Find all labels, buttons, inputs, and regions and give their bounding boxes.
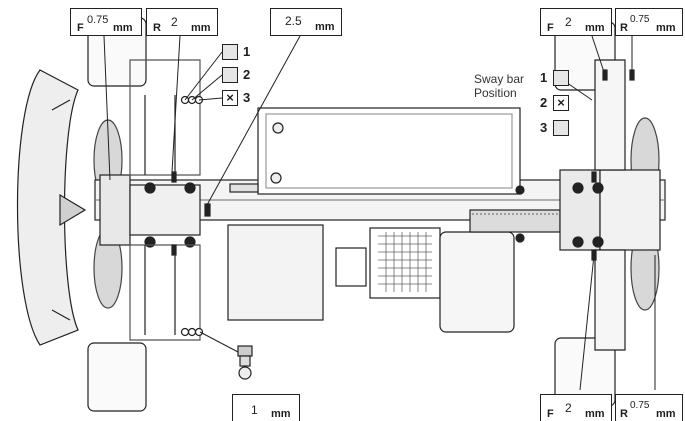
rear-bottom-f-box: F 2 mm bbox=[540, 394, 612, 421]
sway-bar-line1: Sway bar bbox=[474, 72, 525, 86]
left-option-1-checkbox[interactable] bbox=[222, 44, 238, 60]
battery-plate bbox=[257, 107, 521, 195]
r-value: 2 bbox=[171, 15, 178, 29]
front-bumper bbox=[16, 69, 79, 346]
rear-top-r-box: R 0.75 mm bbox=[615, 8, 683, 36]
left-option-3-number: 3 bbox=[243, 90, 251, 105]
front-bulkhead bbox=[99, 174, 131, 246]
f-value: 2 bbox=[565, 401, 572, 415]
sway-option-3-number: 3 bbox=[540, 120, 548, 135]
f-unit: mm bbox=[585, 22, 605, 34]
left-option-1-number: 1 bbox=[243, 44, 251, 59]
f-prefix: F bbox=[547, 408, 554, 420]
r-value: 0.75 bbox=[630, 400, 650, 411]
r-unit: mm bbox=[656, 408, 676, 420]
sway-option-2-checkbox[interactable]: × bbox=[553, 95, 569, 111]
ballstud-value: 1 bbox=[251, 403, 258, 417]
r-unit: mm bbox=[656, 22, 676, 34]
front-left-r-box: R 2 mm bbox=[146, 8, 218, 36]
sway-option-1-checkbox[interactable] bbox=[553, 70, 569, 86]
camber-unit: mm bbox=[315, 21, 335, 33]
camber-value: 2.5 bbox=[285, 14, 302, 28]
sway-option-3-checkbox[interactable] bbox=[553, 120, 569, 136]
f-value: 0.75 bbox=[87, 14, 109, 26]
r-unit: mm bbox=[191, 22, 211, 34]
bumper-triangle bbox=[59, 193, 87, 227]
spur-gear bbox=[469, 209, 561, 233]
camber-link-box: 2.5 mm bbox=[270, 8, 342, 36]
ballstud-unit: mm bbox=[271, 408, 291, 420]
motor bbox=[227, 224, 324, 321]
front-right-wheel bbox=[87, 342, 147, 412]
receiver bbox=[335, 247, 367, 287]
rear-bottom-r-box: R 0.75 mm bbox=[615, 394, 683, 421]
ballstud-box: 1 mm bbox=[232, 394, 300, 421]
sway-bar-line2: Position bbox=[474, 86, 517, 100]
f-prefix: F bbox=[547, 22, 554, 34]
rear-top-f-box: F 2 mm bbox=[540, 8, 612, 36]
r-prefix: R bbox=[620, 408, 628, 420]
r-value: 0.75 bbox=[630, 14, 650, 25]
f-unit: mm bbox=[113, 22, 133, 34]
front-left-f-box: F 0.75 mm bbox=[70, 8, 142, 36]
esc bbox=[369, 227, 441, 299]
r-prefix: R bbox=[153, 22, 161, 34]
left-option-2-number: 2 bbox=[243, 67, 251, 82]
left-option-2-checkbox[interactable] bbox=[222, 67, 238, 83]
ballstud-detail bbox=[237, 345, 253, 380]
f-value: 2 bbox=[565, 15, 572, 29]
sway-option-2-number: 2 bbox=[540, 95, 548, 110]
f-unit: mm bbox=[585, 408, 605, 420]
left-option-3-checkbox[interactable]: × bbox=[222, 90, 238, 106]
r-prefix: R bbox=[620, 22, 628, 34]
sway-bar-caption: Sway bar Position bbox=[474, 72, 524, 100]
f-prefix: F bbox=[77, 22, 84, 34]
sway-option-1-number: 1 bbox=[540, 70, 548, 85]
